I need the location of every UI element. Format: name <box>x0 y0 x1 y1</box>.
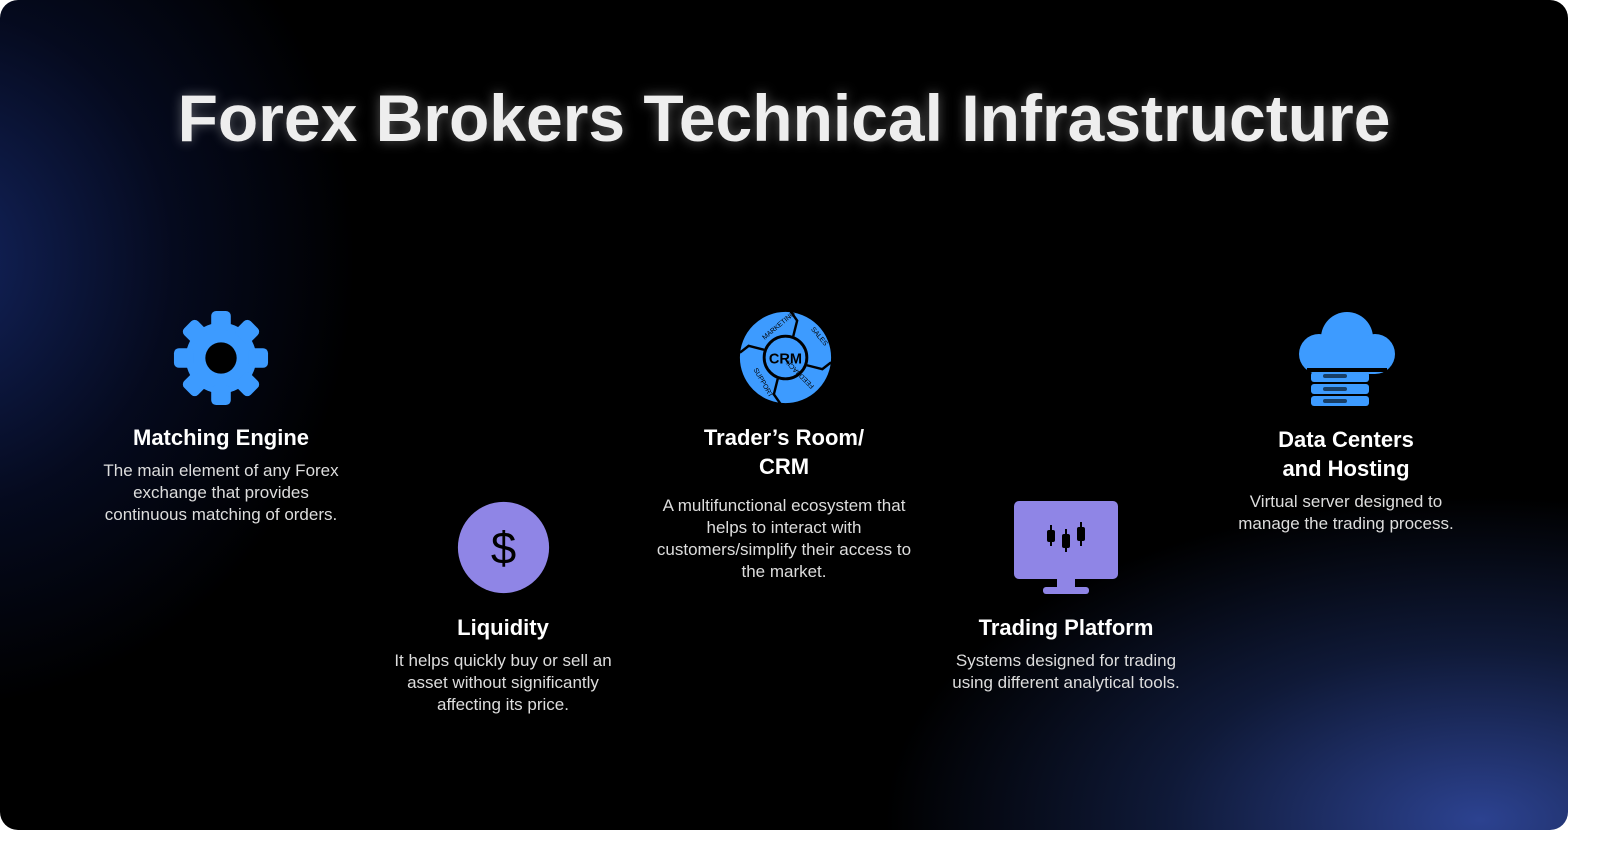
item-desc: Virtual server designed to manage the tr… <box>1238 492 1454 533</box>
item-title: Trading Platform <box>978 615 1154 640</box>
item-matching-engine: Matching Engine The main element of any … <box>100 423 342 526</box>
svg-text:$: $ <box>491 523 516 574</box>
item-title: Matching Engine <box>133 425 309 450</box>
item-trading-platform: Trading Platform Systems designed for tr… <box>945 613 1187 694</box>
item-traders-room: Trader’s Room/ CRM A multifunctional eco… <box>648 423 920 583</box>
item-liquidity: Liquidity It helps quickly buy or sell a… <box>382 613 624 716</box>
gear-icon <box>173 310 269 406</box>
cloud-server-icon <box>1299 312 1395 406</box>
item-desc: It helps quickly buy or sell an asset wi… <box>394 651 612 714</box>
item-desc: A multifunctional ecosystem that helps t… <box>656 496 912 581</box>
item-title: Liquidity <box>457 615 549 640</box>
monitor-candlestick-icon <box>1014 501 1118 594</box>
item-desc: The main element of any Forex exchange t… <box>103 461 339 524</box>
dollar-icon: $ <box>457 501 550 594</box>
item-title: Trader’s Room/ CRM <box>703 425 865 479</box>
infographic: Forex Brokers Technical Infrastructure M… <box>0 0 1568 830</box>
crm-cycle-icon: CRM MARKETING SALES FEEDBACK SUPPORT <box>737 309 834 406</box>
item-data-centers: Data Centers and Hosting Virtual server … <box>1230 425 1462 535</box>
item-desc: Systems designed for trading using diffe… <box>952 651 1180 692</box>
item-title: Data Centers and Hosting <box>1278 427 1414 481</box>
page-title: Forex Brokers Technical Infrastructure <box>177 81 1391 155</box>
svg-text:CRM: CRM <box>769 351 802 367</box>
